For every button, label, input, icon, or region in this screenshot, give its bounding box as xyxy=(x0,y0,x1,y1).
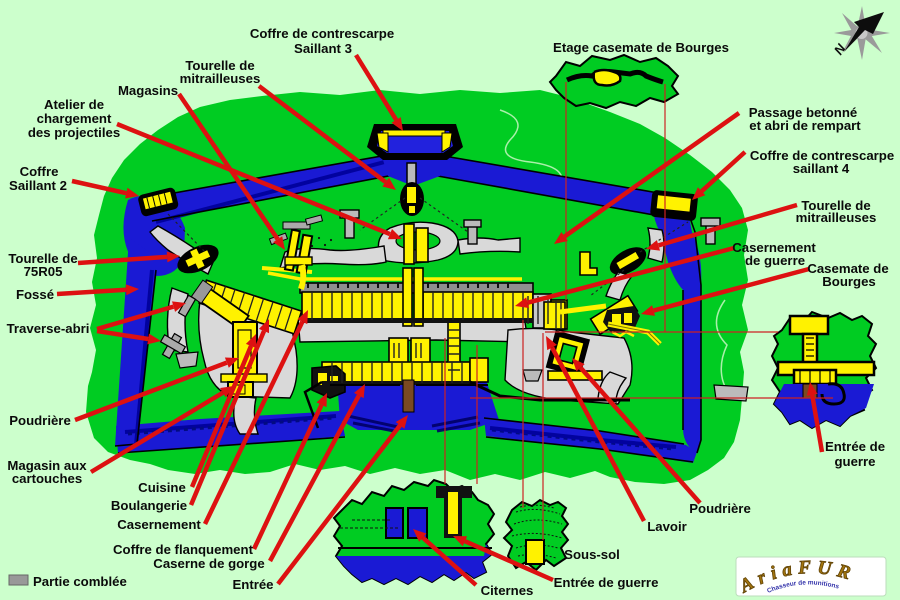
svg-text:Poudrière: Poudrière xyxy=(9,413,71,428)
svg-text:Caserne de gorge: Caserne de gorge xyxy=(153,556,264,571)
svg-text:Magasin aux: Magasin aux xyxy=(7,458,87,473)
svg-text:Atelier de: Atelier de xyxy=(44,97,104,112)
svg-text:Saillant 2: Saillant 2 xyxy=(9,178,67,193)
svg-text:Tourelle de: Tourelle de xyxy=(185,58,254,73)
svg-text:Cuisine: Cuisine xyxy=(138,480,186,495)
svg-text:75R05: 75R05 xyxy=(24,264,63,279)
svg-text:Coffre: Coffre xyxy=(20,164,59,179)
svg-text:Entrée de guerre: Entrée de guerre xyxy=(554,575,659,590)
svg-text:Coffre de contrescarpe: Coffre de contrescarpe xyxy=(250,26,394,41)
svg-text:Entrée: Entrée xyxy=(232,577,273,592)
svg-text:Bourges: Bourges xyxy=(822,274,876,289)
svg-text:Casernement: Casernement xyxy=(117,517,201,532)
svg-text:Traverse-abri: Traverse-abri xyxy=(7,321,90,336)
svg-text:Poudrière: Poudrière xyxy=(689,501,751,516)
svg-text:cartouches: cartouches xyxy=(12,471,82,486)
svg-text:Entrée de: Entrée de xyxy=(825,439,885,454)
svg-text:Coffre de contrescarpe: Coffre de contrescarpe xyxy=(750,148,894,163)
svg-text:Saillant 3: Saillant 3 xyxy=(294,41,352,56)
svg-text:des projectiles: des projectiles xyxy=(28,125,120,140)
svg-text:saillant 4: saillant 4 xyxy=(793,161,850,176)
svg-text:Tourelle de: Tourelle de xyxy=(8,251,77,266)
svg-text:Partie comblée: Partie comblée xyxy=(33,574,127,589)
svg-text:mitrailleuses: mitrailleuses xyxy=(180,71,261,86)
svg-text:Tourelle de: Tourelle de xyxy=(801,198,870,213)
svg-text:Boulangerie: Boulangerie xyxy=(111,498,187,513)
svg-text:Sous-sol: Sous-sol xyxy=(564,547,620,562)
svg-text:Passage betonné: Passage betonné xyxy=(749,105,857,120)
svg-text:Fossé: Fossé xyxy=(16,287,54,302)
svg-text:chargement: chargement xyxy=(37,111,112,126)
svg-text:Etage casemate de Bourges: Etage casemate de Bourges xyxy=(553,40,729,55)
svg-text:guerre: guerre xyxy=(834,454,875,469)
svg-text:Lavoir: Lavoir xyxy=(647,519,687,534)
svg-text:Casemate de: Casemate de xyxy=(807,261,888,276)
svg-text:de guerre: de guerre xyxy=(745,253,805,268)
svg-text:Magasins: Magasins xyxy=(118,83,178,98)
svg-text:mitrailleuses: mitrailleuses xyxy=(796,210,877,225)
svg-text:Casernement: Casernement xyxy=(732,240,816,255)
svg-text:Coffre de flanquement: Coffre de flanquement xyxy=(113,542,254,557)
svg-text:Citernes: Citernes xyxy=(481,583,534,598)
svg-text:et abri de rempart: et abri de rempart xyxy=(749,118,861,133)
